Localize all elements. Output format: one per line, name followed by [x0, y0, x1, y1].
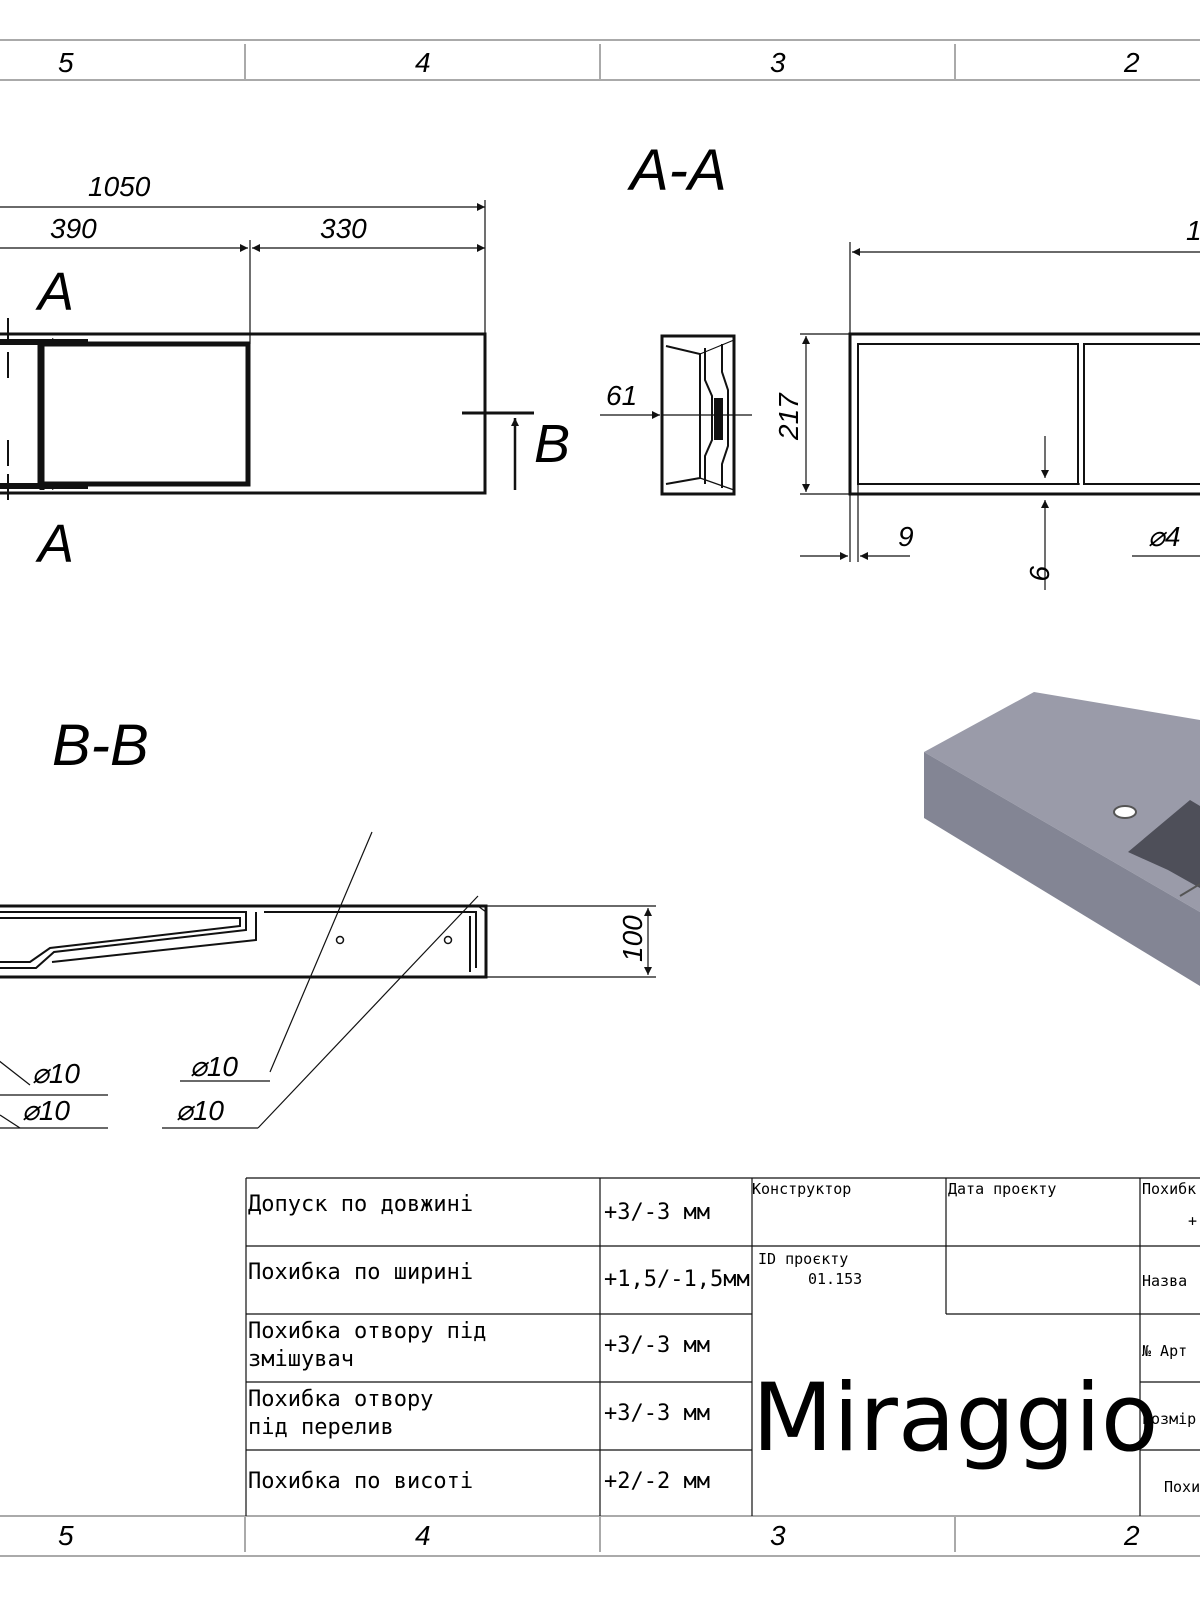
tolerance-label: Похибка по ширині — [248, 1260, 473, 1285]
project-id: 01.153 — [808, 1270, 862, 1288]
right-view: 1 217 9 9 ⌀4 — [773, 215, 1200, 590]
hole-diameter: ⌀10 — [32, 1058, 80, 1089]
zone-number: 3 — [770, 1520, 786, 1551]
zone-numbers-bottom: 5 4 3 2 — [58, 1520, 1140, 1551]
zone-number: 2 — [1123, 1520, 1140, 1551]
sink-outline — [0, 332, 487, 495]
title-block-right-label: Назва — [1142, 1272, 1187, 1290]
section-title-aa: A-A — [627, 138, 727, 203]
zone-number: 5 — [58, 47, 74, 78]
tolerance-label-line2: змішувач — [248, 1347, 354, 1372]
dimension-right-part: 330 — [320, 213, 367, 244]
tolerance-label: Похибка отвору під — [248, 1319, 486, 1344]
cut-label: B — [534, 414, 570, 474]
tolerance-value: +2/-2 мм — [604, 1469, 710, 1494]
tolerance-value: +3/-3 мм — [604, 1333, 710, 1358]
zone-number: 5 — [58, 1520, 74, 1551]
dimension-edge-x: 9 — [898, 521, 914, 552]
tolerance-value: +3/-3 мм — [604, 1200, 710, 1225]
dimension-edge-y: 9 — [1024, 565, 1055, 581]
title-block-right-label: + — [1188, 1212, 1197, 1230]
model-front-face — [924, 752, 1200, 986]
hole-diameter: ⌀10 — [190, 1051, 238, 1082]
tolerance-label: Допуск по довжині — [248, 1192, 473, 1217]
tolerance-value: +3/-3 мм — [604, 1401, 710, 1426]
date-label: Дата проєкту — [948, 1180, 1056, 1198]
hole-diameter: ⌀10 — [176, 1095, 224, 1126]
zone-number: 2 — [1123, 47, 1140, 78]
brand-logo: Miraggio — [752, 1364, 1158, 1473]
dimension-side-offset: 61 — [606, 380, 637, 411]
dimension-partial: 1 — [1186, 215, 1200, 246]
title-block-right-label: Похибк — [1142, 1180, 1196, 1198]
model-top-face — [924, 692, 1200, 912]
dimension-length: 1050 — [88, 171, 151, 202]
section-title-bb: B-B — [52, 713, 149, 778]
zone-number: 4 — [415, 1520, 431, 1551]
model-3d — [924, 692, 1200, 986]
dimension-depth: 100 — [617, 915, 648, 962]
section-bb-view: ⌀10 ⌀10 ⌀10 ⌀10 100 — [0, 831, 656, 1129]
title-block-right-label: Похи — [1164, 1478, 1200, 1496]
zone-numbers-top: 5 4 3 2 — [58, 47, 1140, 78]
project-id-label: ID проєкту — [758, 1250, 848, 1268]
model-basin — [1128, 800, 1200, 888]
title-block: Допуск по довжині +3/-3 мм Похибка по ши… — [245, 1177, 1200, 1516]
dimension-left-part: 390 — [50, 213, 97, 244]
section-aa-view: 61 — [600, 334, 752, 496]
tolerance-value: +1,5/-1,5мм — [604, 1267, 750, 1292]
cut-label: A — [35, 514, 74, 574]
title-block-right-label: № Арт — [1142, 1342, 1187, 1360]
basin-outline — [37, 341, 251, 487]
tolerance-label-line2: під перелив — [248, 1415, 394, 1440]
tolerance-label: Похибка отвору — [248, 1387, 433, 1412]
title-block-right-label: Розмір — [1142, 1410, 1196, 1428]
zone-number: 3 — [770, 47, 786, 78]
zone-number: 4 — [415, 47, 431, 78]
dimension-height: 217 — [773, 392, 804, 441]
hole-diameter: ⌀10 — [22, 1095, 70, 1126]
cut-label: A — [35, 262, 74, 322]
tolerance-label: Похибка по висоті — [248, 1469, 473, 1494]
designer-label: Конструктор — [752, 1180, 851, 1198]
top-view: A A B 1050 390 330 — [0, 171, 570, 574]
dimension-hole-right: ⌀4 — [1148, 521, 1180, 552]
